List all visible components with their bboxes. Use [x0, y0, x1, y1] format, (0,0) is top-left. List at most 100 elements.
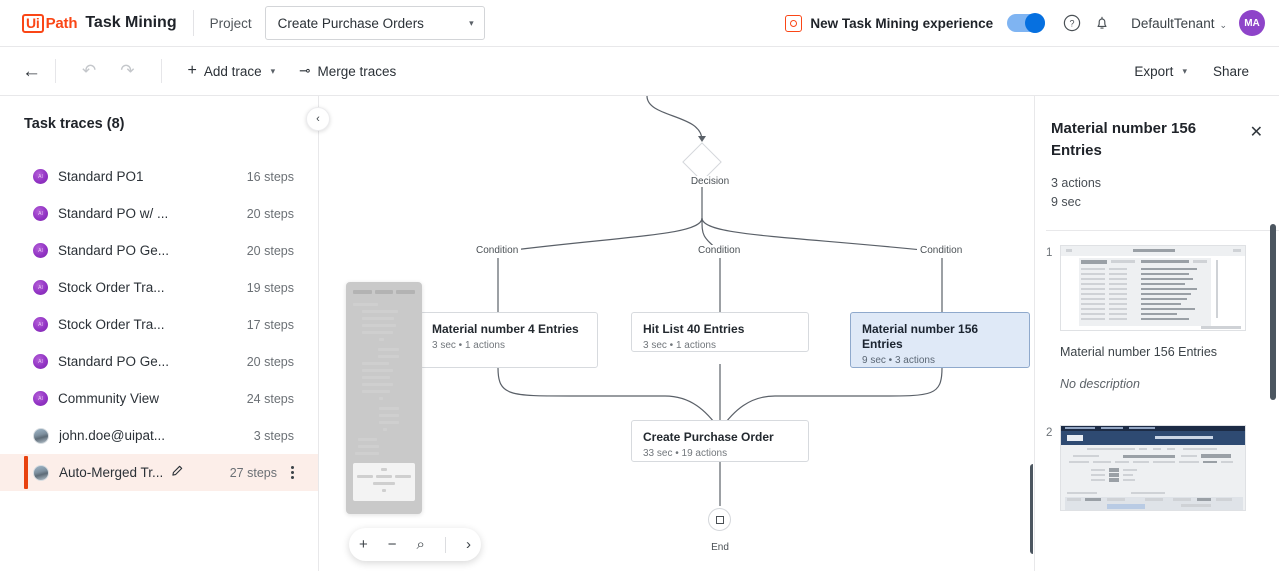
- edit-pencil-icon[interactable]: [171, 465, 183, 480]
- help-icon[interactable]: ?: [1057, 8, 1087, 38]
- zoom-in-button[interactable]: +: [359, 536, 368, 553]
- action-number: 1: [1046, 247, 1053, 259]
- experience-icon: [785, 14, 803, 32]
- task-traces-list: AI Standard PO1 16 steps AI Standard PO …: [0, 158, 318, 491]
- action-description-1: No description: [1060, 377, 1140, 391]
- more-options-icon[interactable]: [291, 466, 294, 479]
- node-details-panel: Material number 156 Entries ✕ 3 actions …: [1034, 96, 1279, 571]
- list-item-steps: 17 steps: [246, 317, 294, 332]
- merge-traces-button[interactable]: ⊸ Merge traces: [287, 63, 408, 79]
- merge-traces-label: Merge traces: [317, 63, 397, 79]
- trace-avatar-icon: AI: [33, 317, 48, 332]
- trace-avatar-icon: AI: [33, 354, 48, 369]
- chevron-down-icon: ▾: [469, 17, 474, 28]
- list-item[interactable]: AI Standard PO Ge... 20 steps: [0, 343, 318, 380]
- action-thumbnail[interactable]: [1060, 425, 1246, 511]
- panel-header: Material number 156 Entries ✕ 3 actions …: [1035, 96, 1279, 212]
- header-right: New Task Mining experience ? DefaultTena…: [785, 8, 1279, 38]
- chevron-down-icon: ▾: [1182, 65, 1187, 76]
- svg-text:?: ?: [1070, 19, 1075, 29]
- decision-label: Decision: [678, 176, 742, 187]
- export-button[interactable]: Export ▾: [1126, 64, 1195, 79]
- add-trace-label: Add trace: [203, 63, 262, 79]
- list-item-selected[interactable]: Auto-Merged Tr... 27 steps: [0, 454, 318, 491]
- user-avatar[interactable]: MA: [1239, 10, 1265, 36]
- end-label: End: [688, 542, 752, 553]
- tenant-selector[interactable]: DefaultTenant⌄: [1131, 16, 1227, 31]
- node-title: Material number 4 Entries: [432, 322, 579, 336]
- trace-avatar-icon: AI: [33, 280, 48, 295]
- undo-button[interactable]: ↶: [82, 61, 97, 80]
- merge-icon: ⊸: [299, 63, 311, 78]
- project-select[interactable]: Create Purchase Orders ▾: [264, 6, 485, 40]
- sidebar-collapse-button[interactable]: ‹: [306, 107, 330, 131]
- back-button[interactable]: ←: [22, 60, 41, 82]
- app-header: Ui Path Task Mining Project Create Purch…: [0, 0, 1279, 47]
- node-meta: 3 sec • 1 actions: [643, 340, 716, 351]
- list-item-steps: 16 steps: [246, 169, 294, 184]
- action-thumbnail[interactable]: [1060, 245, 1246, 331]
- node-title: Create Purchase Order: [643, 430, 774, 444]
- list-item-steps: 20 steps: [246, 206, 294, 221]
- panel-vertical-scrollbar[interactable]: [1270, 224, 1276, 400]
- screenshot-preview-overlay: [346, 282, 422, 514]
- list-item[interactable]: AI Stock Order Tra... 19 steps: [0, 269, 318, 306]
- canvas-vertical-scrollbar[interactable]: [1030, 464, 1033, 554]
- list-item[interactable]: john.doe@uipat... 3 steps: [0, 417, 318, 454]
- toolbar-right: Export ▾ Share: [1126, 64, 1279, 79]
- redo-button[interactable]: ↷: [120, 61, 135, 80]
- list-item[interactable]: AI Standard PO1 16 steps: [0, 158, 318, 195]
- app-title: Task Mining: [85, 14, 177, 31]
- graph-node-create-purchase-order[interactable]: Create Purchase Order 33 sec • 19 action…: [631, 420, 809, 462]
- action-item-2[interactable]: 2: [1035, 391, 1279, 511]
- task-traces-title-text: Task traces (: [24, 116, 112, 132]
- list-item-label: Stock Order Tra...: [58, 280, 165, 295]
- trace-avatar-icon: AI: [33, 206, 48, 221]
- task-traces-count: 8: [111, 116, 120, 132]
- task-traces-sidebar: Task traces (8) AI Standard PO1 16 steps…: [0, 96, 319, 571]
- list-item[interactable]: AI Stock Order Tra... 17 steps: [0, 306, 318, 343]
- panel-duration: 9 sec: [1051, 195, 1081, 209]
- toolbar-divider: [55, 59, 56, 83]
- list-item-steps: 3 steps: [253, 428, 294, 443]
- action-item-1[interactable]: 1: [1035, 231, 1279, 331]
- node-title: Material number 156 Entries: [862, 322, 979, 351]
- list-item-label: john.doe@uipat...: [59, 428, 166, 443]
- graph-node-material-number-4[interactable]: Material number 4 Entries 3 sec • 1 acti…: [420, 312, 598, 368]
- list-item-label: Standard PO1: [58, 169, 144, 184]
- list-item-label: Community View: [58, 391, 160, 406]
- node-meta: 9 sec • 3 actions: [862, 355, 935, 366]
- list-item[interactable]: AI Standard PO w/ ... 20 steps: [0, 195, 318, 232]
- zoom-controls[interactable]: + − ⌕ ›: [349, 528, 481, 561]
- list-item[interactable]: AI Standard PO Ge... 20 steps: [0, 232, 318, 269]
- new-experience-toggle[interactable]: [1007, 13, 1046, 33]
- graph-node-hit-list-40[interactable]: Hit List 40 Entries 3 sec • 1 actions: [631, 312, 809, 352]
- list-item-label: Auto-Merged Tr...: [59, 465, 164, 480]
- node-meta: 33 sec • 19 actions: [643, 448, 728, 459]
- zoom-expand-button[interactable]: ›: [465, 536, 471, 553]
- tenant-name: DefaultTenant: [1131, 15, 1215, 31]
- graph-edges: [497, 96, 943, 506]
- list-item-label: Standard PO Ge...: [58, 354, 170, 369]
- list-item[interactable]: AI Community View 24 steps: [0, 380, 318, 417]
- project-select-value: Create Purchase Orders: [277, 15, 424, 31]
- notifications-bell-icon[interactable]: [1087, 8, 1117, 38]
- share-button[interactable]: Share: [1205, 64, 1257, 79]
- node-meta: 3 sec • 1 actions: [432, 340, 505, 351]
- zoom-fit-button[interactable]: ⌕: [416, 536, 425, 553]
- process-graph-canvas[interactable]: Decision Condition Condition Condition M…: [320, 96, 1033, 571]
- trace-avatar-icon: AI: [33, 169, 48, 184]
- zoom-out-button[interactable]: −: [387, 536, 397, 553]
- close-icon[interactable]: ✕: [1249, 124, 1263, 141]
- list-item-steps: 20 steps: [246, 354, 294, 369]
- end-node[interactable]: [708, 508, 731, 531]
- node-title: Hit List 40 Entries: [643, 322, 745, 336]
- action-caption-1: Material number 156 Entries: [1060, 345, 1218, 359]
- panel-title: Material number 156 Entries: [1051, 120, 1197, 159]
- project-label: Project: [209, 15, 252, 31]
- add-trace-button[interactable]: + Add trace ▾: [176, 62, 288, 80]
- graph-node-material-number-156[interactable]: Material number 156 Entries 9 sec • 3 ac…: [850, 312, 1030, 368]
- trace-avatar-icon: AI: [33, 391, 48, 406]
- uipath-logo[interactable]: Ui Path: [22, 13, 78, 33]
